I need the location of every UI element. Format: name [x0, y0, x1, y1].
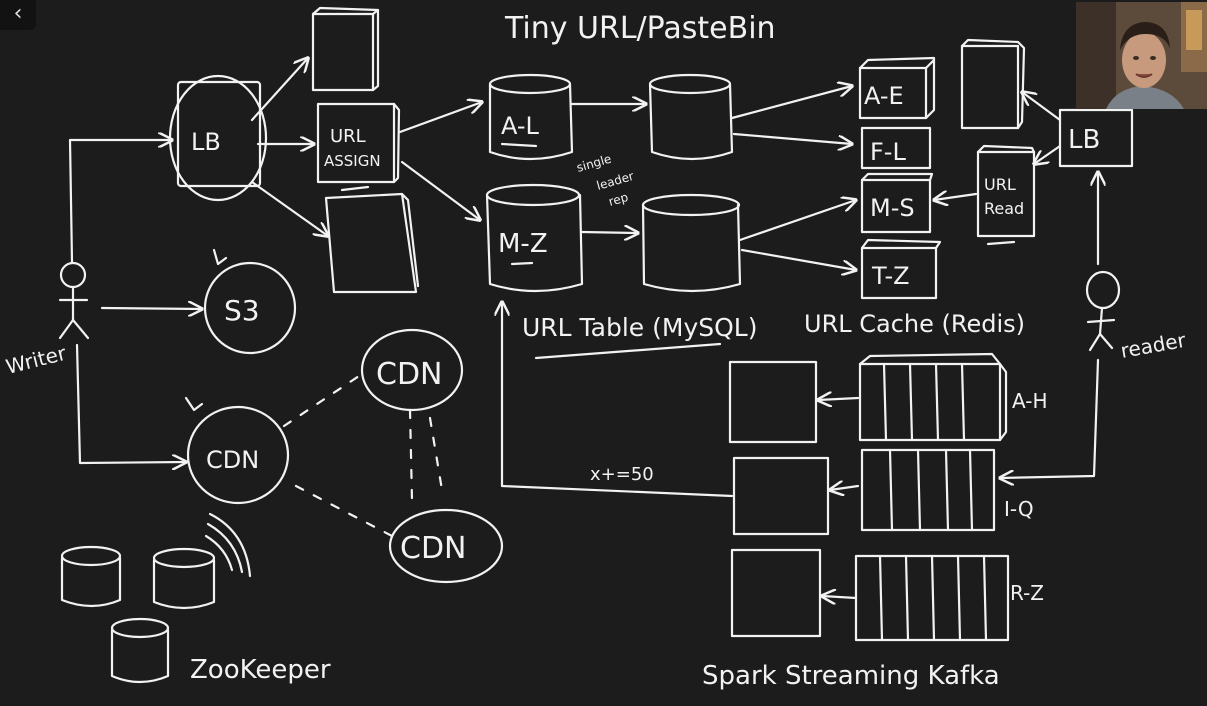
kafka-i-q-label: I-Q [1004, 497, 1034, 521]
s3-storage [203, 261, 297, 355]
server-bottom [324, 192, 420, 294]
cache-t-z-label: T-Z [871, 262, 910, 290]
db-a-l-label: A-L [501, 112, 540, 140]
writer-to-lb-arrow [68, 140, 172, 264]
db-shard-a-l [488, 73, 574, 161]
cdn-top [360, 328, 464, 412]
url-assign-server [316, 102, 401, 192]
cache-shard-a-e [858, 56, 936, 120]
server-top [311, 6, 380, 92]
zookeeper-signal-waves [204, 512, 252, 578]
cdn-main [186, 405, 290, 505]
url-read-label-line2: Read [984, 199, 1024, 218]
replication-note-line1: single [575, 152, 613, 175]
read-server-top [960, 38, 1026, 130]
s3-label: S3 [224, 294, 260, 327]
cache-a-e-label: A-E [864, 82, 904, 110]
cache-shard-t-z [860, 238, 942, 300]
writer-label: Writer [3, 341, 69, 379]
flush-note: x+=50 [590, 464, 654, 485]
reader-to-kafka-arrow [1000, 358, 1100, 478]
writer-load-balancer [168, 74, 268, 202]
cache-f-l-label: F-L [870, 138, 906, 166]
url-assign-label-line1: URL [330, 126, 366, 147]
kafka-partition-a-h [858, 352, 1008, 442]
reader-actor [1085, 270, 1121, 352]
cdn-replication-links [282, 372, 444, 538]
writer-lb-label: LB [191, 128, 221, 156]
assign-to-db-m-z-arrow [400, 160, 480, 220]
db-replica-m-z [641, 193, 742, 293]
writer-actor [58, 261, 90, 340]
presenter-image [1076, 2, 1207, 109]
diagram-title: Tiny URL/PasteBin [504, 11, 776, 46]
replication-note-line2: leader [595, 169, 635, 193]
replicate-m-z-arrow [580, 232, 638, 233]
url-read-server [976, 144, 1036, 246]
url-table-underline [534, 342, 722, 360]
cache-m-s-label: M-S [870, 194, 915, 222]
assign-to-db-a-l-arrow [398, 102, 482, 134]
zookeeper-label: ZooKeeper [190, 655, 331, 685]
lb-to-server-bottom-arrow [250, 180, 328, 236]
spark-consumer-a-h [728, 360, 818, 444]
cdn-bottom-label: CDN [400, 531, 467, 566]
cdn-top-label: CDN [376, 357, 443, 392]
presenter-webcam-feed [1076, 2, 1207, 109]
kafka-partition-r-z [854, 554, 1010, 642]
url-assign-label-line2: ASSIGN [324, 152, 381, 170]
replication-note-line3: rep [607, 190, 630, 209]
db-m-z-label: M-Z [498, 229, 548, 259]
flush-to-url-table-arrow [502, 302, 734, 498]
cdn-bottom [388, 508, 504, 584]
lb-to-server-top-arrow [250, 58, 308, 122]
cache-shard-f-l [860, 126, 932, 170]
url-table-label: URL Table (MySQL) [522, 313, 758, 342]
cache-shard-m-s [860, 172, 934, 234]
kafka-a-h-label: A-H [1012, 389, 1048, 413]
read-to-cache-arrow [934, 194, 978, 200]
db-replica-a-l [648, 73, 734, 161]
writer-to-cdn-arrow [75, 343, 186, 463]
kafka-r-z-label: R-Z [1010, 581, 1044, 605]
s3-tick-mark [212, 248, 228, 266]
db-shard-m-z [485, 183, 584, 293]
reader-label: reader [1119, 328, 1189, 363]
reader-load-balancer [1058, 108, 1134, 168]
url-cache-label: URL Cache (Redis) [804, 310, 1025, 338]
cdn-main-label: CDN [206, 446, 259, 474]
back-chevron-icon[interactable]: ‹ [0, 0, 36, 30]
zookeeper-node-3 [110, 617, 170, 684]
writer-to-s3-arrow [100, 308, 202, 309]
kafka-partition-i-q [860, 448, 996, 532]
spark-streaming-kafka-label: Spark Streaming Kafka [702, 661, 1000, 691]
url-read-label-line1: URL [984, 175, 1016, 194]
zookeeper-node-2 [152, 547, 216, 610]
reader-lb-label: LB [1068, 125, 1100, 155]
cdn-main-tick-mark [184, 396, 204, 412]
spark-consumer-i-q [732, 456, 830, 536]
spark-consumer-r-z [730, 548, 822, 638]
zookeeper-node-1 [60, 545, 122, 608]
